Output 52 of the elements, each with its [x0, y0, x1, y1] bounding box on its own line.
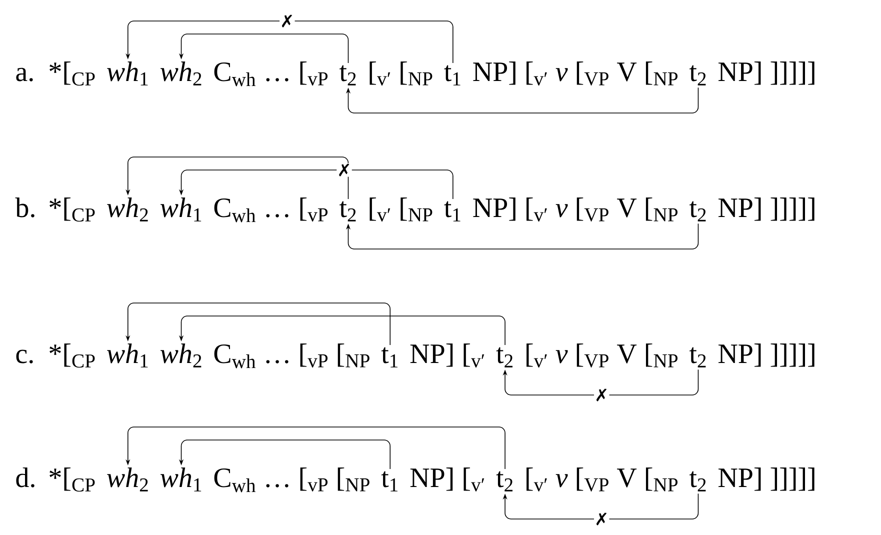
- wh-word: wh$_{2}$: [107, 198, 148, 222]
- example-letter: c.: [16, 350, 33, 364]
- movement-arrow: [502, 493, 699, 520]
- bracketed-text: [$_{v′}$ v [$_{VP}$ V [$_{NP}$: [526, 344, 678, 368]
- bracketed-text: *[$_{CP}$: [50, 62, 95, 86]
- trace: t$_{2}$: [689, 347, 706, 368]
- bracketed-text: C$_{wh}$ … [$_{vP}$: [214, 198, 328, 222]
- bracketed-text: NP] [$_{v′}$ v [$_{VP}$ V [$_{NP}$: [473, 198, 678, 222]
- trace: t$_{2}$: [496, 347, 512, 368]
- bracketed-text: NP] ]]]]]: [718, 62, 814, 85]
- wh-word: wh$_{2}$: [160, 344, 202, 368]
- trace: t$_{2}$: [689, 471, 706, 492]
- cross-mark: ✗: [594, 388, 610, 402]
- bracketed-text: [$_{v′}$ v [$_{VP}$ V [$_{NP}$: [526, 468, 678, 492]
- bracketed-text: NP] ]]]]]: [718, 344, 814, 367]
- trace: t$_{2}$: [339, 201, 356, 222]
- wh-word: wh$_{1}$: [160, 198, 202, 222]
- bracketed-text: *[$_{CP}$: [50, 468, 95, 492]
- wh-word: wh$_{2}$: [107, 468, 148, 492]
- movement-arrow: [502, 369, 699, 396]
- bracketed-text: C$_{wh}$ … [$_{vP}$: [214, 62, 328, 86]
- example-letter: a.: [16, 68, 33, 82]
- movement-arrow: [346, 223, 699, 250]
- trace: t$_{1}$: [381, 347, 398, 368]
- bracketed-text: *[$_{CP}$: [50, 344, 95, 368]
- bracketed-text: NP] [$_{v′}$ v [$_{VP}$ V [$_{NP}$: [473, 62, 678, 86]
- bracketed-text: NP] ]]]]]: [718, 198, 814, 221]
- bracketed-text: [$_{v′}$ [$_{NP}$: [370, 198, 432, 222]
- cross-mark: ✗: [280, 14, 295, 28]
- bracketed-text: C$_{wh}$ … [$_{vP}$ [$_{NP}$: [214, 468, 370, 492]
- wh-word: wh$_{1}$: [107, 344, 148, 368]
- bracketed-text: NP] [$_{v′}$: [410, 468, 484, 492]
- bracketed-text: NP] [$_{v′}$: [410, 344, 484, 368]
- example-letter: b.: [15, 198, 34, 218]
- wh-word: wh$_{1}$: [107, 62, 148, 86]
- trace: t$_{1}$: [444, 65, 460, 86]
- bracketed-text: [$_{v′}$ [$_{NP}$: [370, 62, 432, 86]
- cross-mark: ✗: [336, 163, 352, 177]
- bracketed-text: *[$_{CP}$: [50, 198, 95, 222]
- wh-word: wh$_{2}$: [160, 62, 202, 86]
- bracketed-text: NP] ]]]]]: [718, 468, 814, 491]
- trace: t$_{1}$: [444, 201, 460, 222]
- wh-word: wh$_{1}$: [160, 468, 202, 492]
- cross-mark: ✗: [594, 512, 610, 526]
- trace: t$_{2}$: [689, 201, 706, 222]
- example-letter: d.: [16, 468, 34, 488]
- trace: t$_{1}$: [381, 471, 398, 492]
- trace: t$_{2}$: [689, 65, 706, 86]
- bracketed-text: C$_{wh}$ … [$_{vP}$ [$_{NP}$: [214, 344, 370, 368]
- trace: t$_{2}$: [496, 471, 512, 492]
- movement-arrow: [346, 87, 699, 114]
- trace: t$_{2}$: [339, 65, 356, 86]
